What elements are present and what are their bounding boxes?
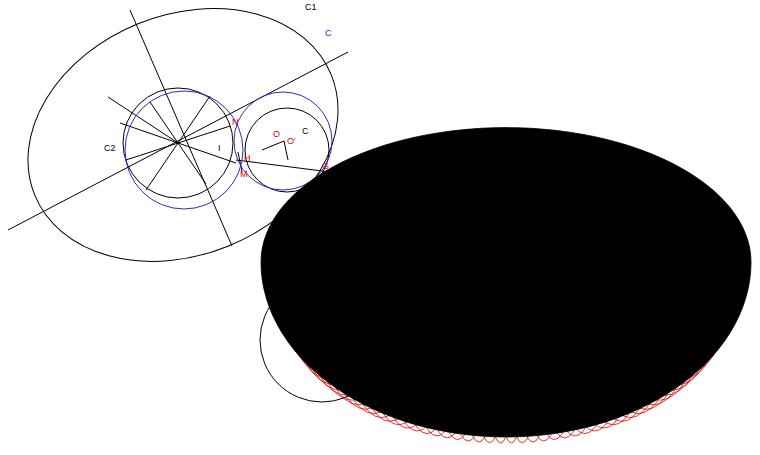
point-label: C2 bbox=[104, 143, 116, 153]
circle-blue bbox=[125, 91, 243, 209]
point-label: O' bbox=[287, 136, 296, 146]
minor-axis bbox=[130, 10, 232, 246]
point-label: N bbox=[232, 117, 239, 127]
point-label: C bbox=[325, 28, 332, 38]
point-label: G bbox=[322, 161, 329, 171]
point-label: C1 bbox=[305, 2, 317, 12]
point-label: C bbox=[302, 126, 309, 136]
point-label: I bbox=[218, 143, 221, 153]
circle-blue bbox=[234, 92, 332, 190]
outer-contour bbox=[261, 128, 751, 437]
radius-line bbox=[108, 97, 178, 143]
point-label: H bbox=[244, 153, 251, 163]
point-label: O bbox=[273, 129, 280, 139]
point-label: M bbox=[240, 169, 248, 179]
segment bbox=[262, 141, 284, 150]
